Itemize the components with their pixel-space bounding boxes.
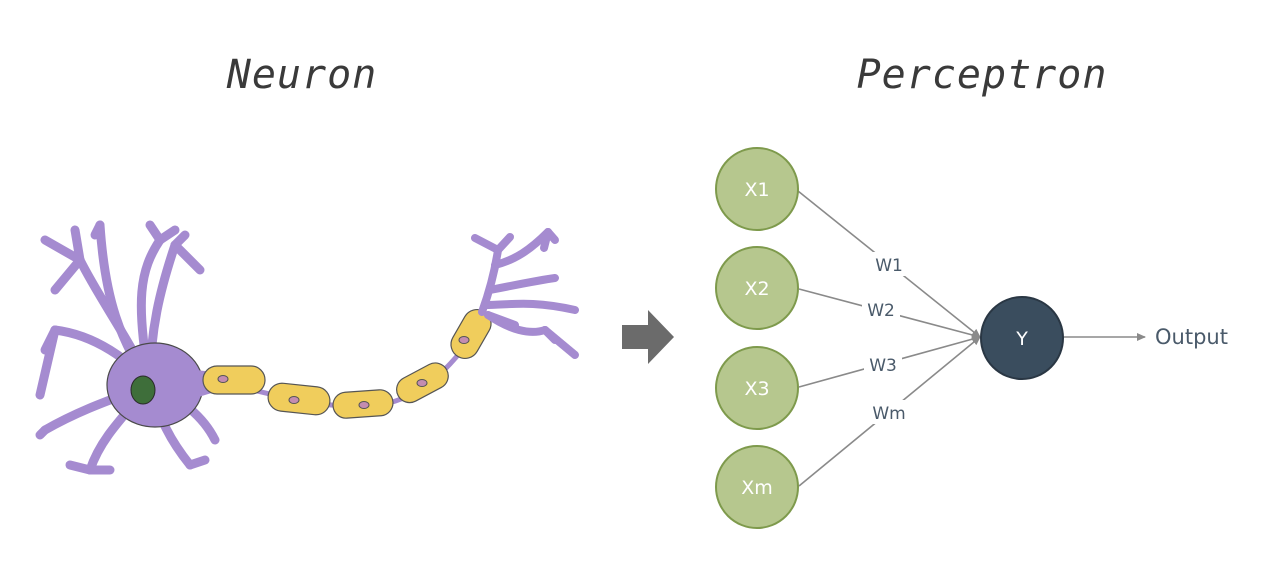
input-node-x2 (715, 246, 799, 330)
neuron-nucleus (130, 375, 156, 405)
weight-label-w1: W1 (875, 256, 903, 276)
neuron-soma (106, 342, 204, 428)
weight-label-w2: W2 (867, 301, 895, 321)
myelin-nuclei (217, 336, 470, 409)
output-label: Output (1155, 325, 1228, 349)
input-nodes (715, 147, 799, 529)
input-label-x3: X3 (744, 378, 769, 400)
perceptron-title: Perceptron (856, 52, 1108, 98)
perceptron-edges (797, 190, 1146, 487)
myelin-sheaths (202, 309, 492, 419)
output-node-y (980, 296, 1064, 380)
output-node-label: Y (1015, 328, 1028, 350)
neuron-title: Neuron (226, 52, 378, 98)
input-label-x2: X2 (744, 278, 769, 300)
input-label-xm: Xm (741, 477, 773, 499)
weight-label-wm: Wm (872, 404, 905, 424)
right-arrow-icon (622, 310, 674, 364)
dendrites (35, 220, 220, 475)
input-node-x3 (715, 346, 799, 430)
input-node-x1 (715, 147, 799, 231)
weight-label-w3: W3 (869, 356, 897, 376)
input-node-xm (715, 445, 799, 529)
input-label-x1: X1 (744, 179, 769, 201)
axon-terminals (471, 228, 579, 359)
neuron-icon (35, 220, 579, 475)
